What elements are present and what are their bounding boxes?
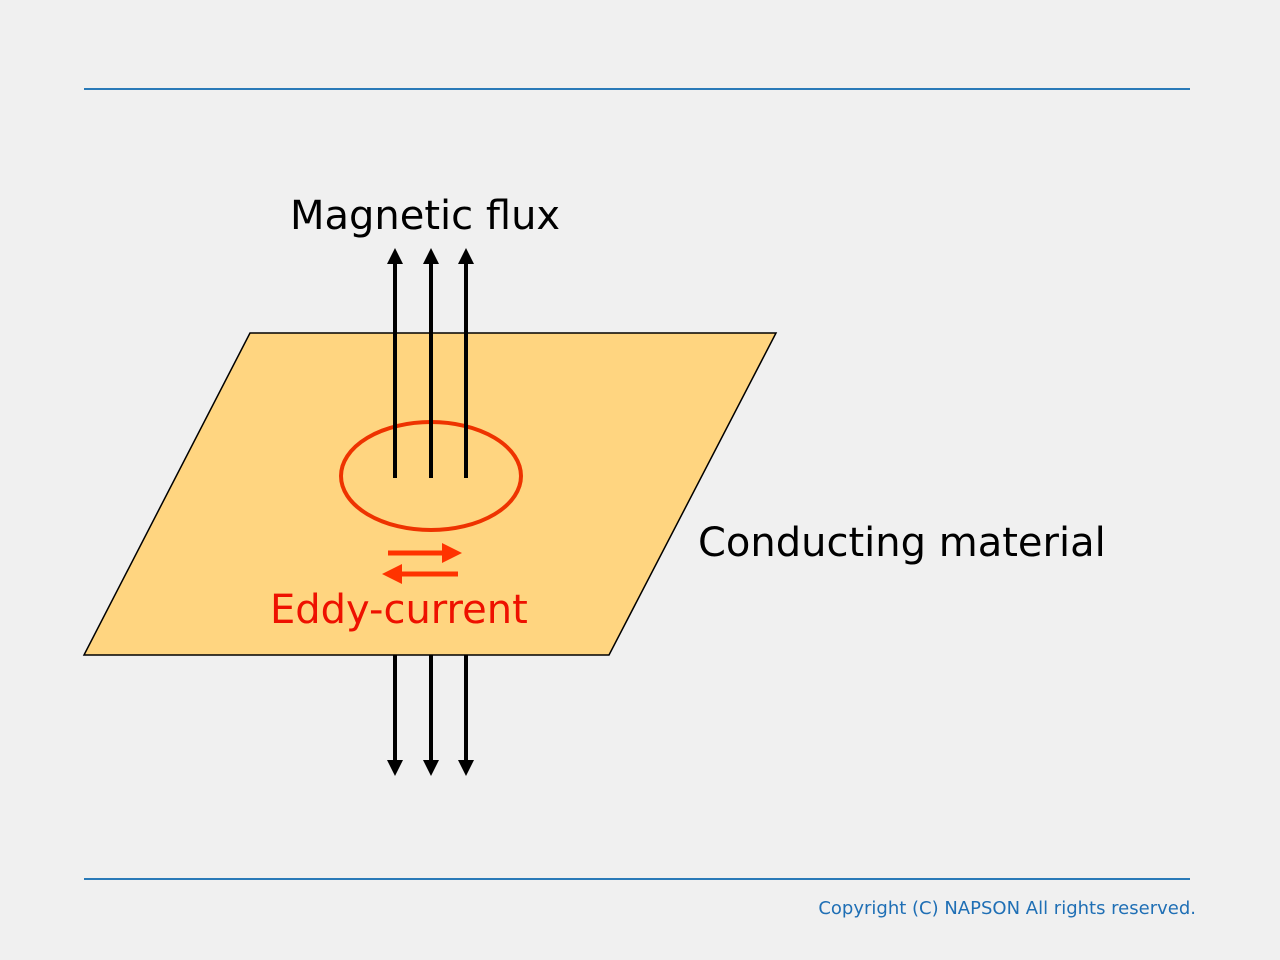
magnetic-flux-label: Magnetic flux bbox=[290, 193, 561, 239]
conducting-material-label: Conducting material bbox=[698, 520, 1106, 566]
top-rule bbox=[84, 88, 1190, 90]
flux-arrows-upper bbox=[387, 248, 474, 478]
eddy-current-label: Eddy-current bbox=[270, 587, 528, 633]
copyright-text: Copyright (C) NAPSON All rights reserved… bbox=[818, 898, 1196, 919]
conducting-plate bbox=[82, 332, 778, 656]
flux-arrows-lower bbox=[387, 655, 474, 776]
eddy-direction-arrows bbox=[382, 543, 462, 584]
bottom-rule bbox=[84, 878, 1190, 880]
